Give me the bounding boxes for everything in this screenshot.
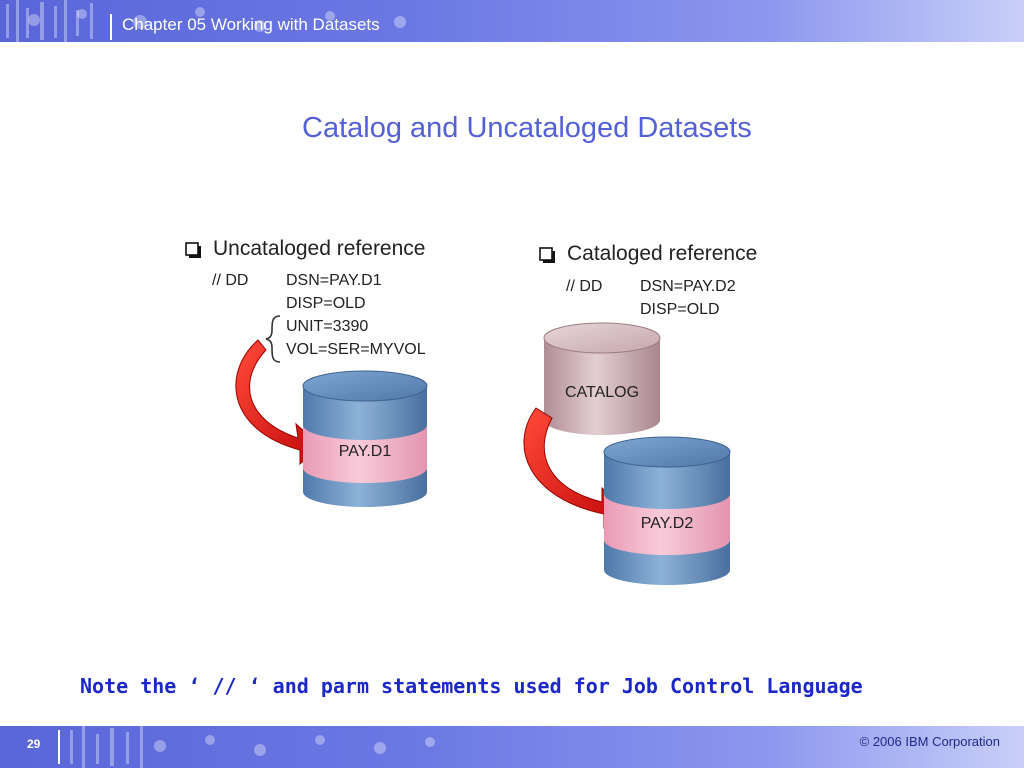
- dataset-label-pay-d1: PAY.D1: [339, 443, 392, 460]
- cataloged-dd: // DD: [566, 278, 602, 295]
- uncataloged-param: DSN=PAY.D1: [286, 272, 382, 289]
- copyright: © 2006 IBM Corporation: [859, 734, 1000, 749]
- cataloged-param: DISP=OLD: [640, 301, 720, 318]
- uncataloged-heading: Uncataloged reference: [213, 237, 425, 260]
- header-separator: [110, 14, 112, 40]
- cataloged-param: DSN=PAY.D2: [640, 278, 736, 295]
- chapter-title: Chapter 05 Working with Datasets: [122, 15, 380, 34]
- dataset-label-pay-d2: PAY.D2: [641, 515, 694, 532]
- catalog-cylinder: CATALOG: [543, 322, 661, 435]
- cataloged-section: Cataloged reference // DD DSN=PAY.D2 DIS…: [523, 242, 757, 585]
- uncataloged-dd: // DD: [212, 272, 248, 289]
- uncataloged-param: DISP=OLD: [286, 295, 366, 312]
- uncataloged-param: UNIT=3390: [286, 318, 368, 335]
- dataset-reference-diagram: Uncataloged reference // DD DSN=PAY.D1 D…: [185, 237, 757, 585]
- header-pattern: [6, 0, 406, 42]
- header-bar: Chapter 05 Working with Datasets: [0, 0, 1024, 42]
- checkbox-icon: [539, 247, 555, 263]
- footer-pattern: [70, 726, 435, 768]
- catalog-label: CATALOG: [565, 384, 639, 401]
- dataset-cylinder-pay-d2: PAY.D2: [603, 436, 731, 585]
- dataset-cylinder-pay-d1: PAY.D1: [302, 370, 428, 507]
- uncataloged-param: VOL=SER=MYVOL: [286, 341, 426, 358]
- cataloged-heading: Cataloged reference: [567, 242, 757, 265]
- slide-title: Catalog and Uncataloged Datasets: [302, 112, 752, 144]
- page-number: 29: [27, 737, 41, 751]
- jcl-note: Note the ‘ // ‘ and parm statements used…: [80, 674, 863, 698]
- footer-bar: [0, 726, 1024, 768]
- footer-separator: [58, 730, 60, 764]
- checkbox-icon: [185, 242, 201, 258]
- brace-icon: [265, 315, 281, 363]
- uncataloged-section: Uncataloged reference // DD DSN=PAY.D1 D…: [185, 237, 428, 507]
